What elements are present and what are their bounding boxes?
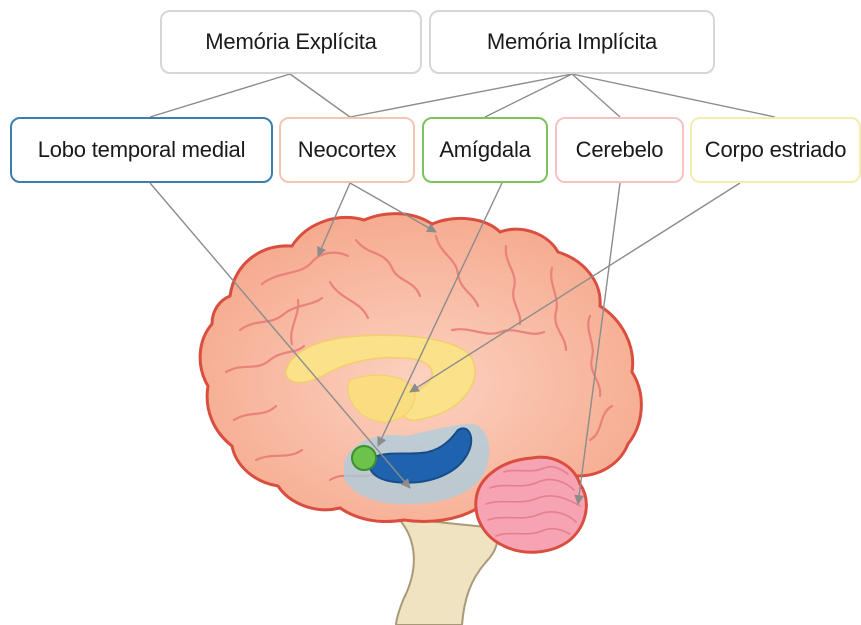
corpus-striatum-box: Corpo estriado [690, 117, 861, 183]
neocortex-label: Neocortex [298, 137, 396, 163]
amygdala-box: Amígdala [422, 117, 548, 183]
implicit-memory-box: Memória Implícita [429, 10, 715, 74]
category-connectors [150, 74, 775, 117]
connector-explicit-neocortex [290, 74, 350, 117]
cerebellum [476, 457, 587, 552]
corpus-striatum-label: Corpo estriado [705, 137, 847, 163]
amygdala-label: Amígdala [439, 137, 530, 163]
cerebellum-box: Cerebelo [555, 117, 684, 183]
connector-implicit-corpo [572, 74, 775, 117]
neocortex-box: Neocortex [279, 117, 415, 183]
amygdala [352, 446, 376, 470]
medial-temporal-lobe-label: Lobo temporal medial [38, 137, 246, 163]
brainstem [396, 518, 498, 625]
connector-explicit-lobo [150, 74, 290, 117]
explicit-memory-label: Memória Explícita [205, 29, 376, 55]
connector-implicit-amigdala [485, 74, 572, 117]
connector-implicit-cerebelo [572, 74, 620, 117]
explicit-memory-box: Memória Explícita [160, 10, 422, 74]
implicit-memory-label: Memória Implícita [487, 29, 657, 55]
medial-temporal-lobe-box: Lobo temporal medial [10, 117, 273, 183]
cerebellum-label: Cerebelo [576, 137, 664, 163]
connector-implicit-neocortex [350, 74, 572, 117]
